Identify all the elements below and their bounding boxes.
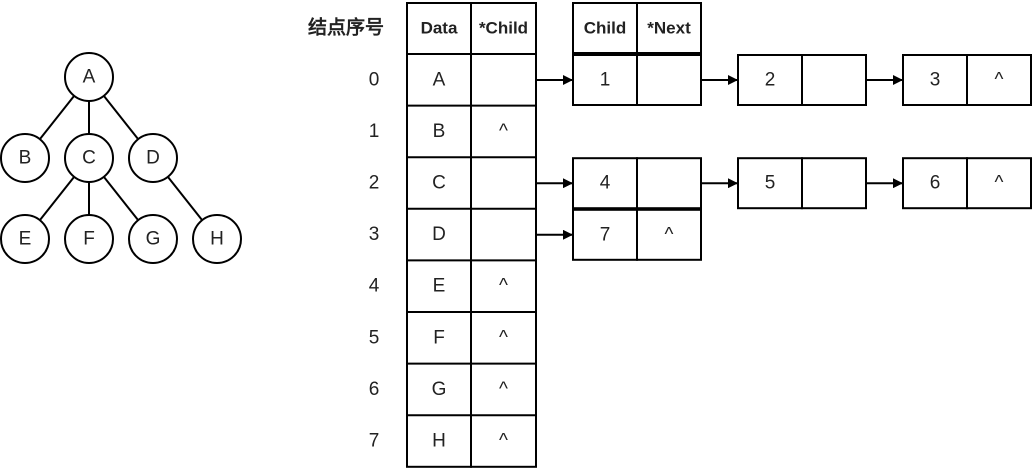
- row-index-label: 6: [369, 379, 380, 400]
- tree-node-a: [64, 52, 114, 102]
- tree-edge-c-g: [103, 176, 139, 221]
- child-column-header: *Child: [479, 19, 528, 38]
- tree-node-f: [64, 214, 114, 264]
- list-node-next-cell: [636, 208, 702, 261]
- tree-node-b: [0, 133, 50, 183]
- tree-node-label: G: [146, 229, 161, 250]
- tree-edge-a-d: [103, 95, 139, 140]
- list-node-next-value: ^: [995, 70, 1004, 91]
- list-node-next-cell: [966, 54, 1032, 106]
- data-column-border: [406, 2, 472, 468]
- row-index-label: 4: [369, 276, 380, 297]
- row-child-cell: ^: [499, 379, 508, 400]
- tree-node-e: [0, 214, 50, 264]
- tree-node-label: A: [83, 67, 96, 88]
- list-node-child-cell: [572, 157, 638, 210]
- list-node-child-value: 3: [930, 70, 941, 91]
- list-node-child-value: 5: [765, 173, 776, 194]
- row-data-cell: D: [432, 224, 446, 245]
- tree-node-label: H: [210, 229, 224, 250]
- list-node-next-value: ^: [995, 173, 1004, 194]
- row-data-cell: H: [432, 431, 446, 452]
- row-index-label: 2: [369, 173, 380, 194]
- list-node-child-value: 4: [600, 173, 611, 194]
- tree-edge-c-e: [39, 176, 75, 221]
- list-node-child-value: 1: [600, 70, 611, 91]
- tree-edge-d-h: [167, 176, 203, 221]
- tree-node-label: F: [83, 229, 95, 250]
- row-child-cell: ^: [499, 276, 508, 297]
- tree-node-label: D: [146, 148, 160, 169]
- list-header-next-box: [636, 2, 702, 54]
- row-data-cell: F: [433, 327, 445, 348]
- tree-node-label: B: [19, 148, 32, 169]
- list-node-next-cell: [966, 157, 1032, 210]
- list-node-child-cell: [902, 157, 968, 210]
- row-index-label: 7: [369, 431, 380, 452]
- row-index-label: 0: [369, 69, 380, 90]
- list-node-child-value: 7: [600, 224, 611, 245]
- child-linked-lists: Child *Next 1 2 3 ^ 4 5 6 ^ 7 ^: [536, 2, 1032, 261]
- list-node-child-cell: [572, 208, 638, 261]
- list-node-next-cell: [636, 157, 702, 210]
- list-node-child-cell: [572, 54, 638, 106]
- row-child-cell: ^: [499, 327, 508, 348]
- tree-node-d: [128, 133, 178, 183]
- node-table: 结点序号 Data *Child 0 A 1 B ^ 2 C 3 D 4 E ^ 5 F ^ 6 G ^ 7 H ^: [308, 2, 537, 468]
- tree-node-label: C: [82, 148, 96, 169]
- list-node-next-cell: [636, 54, 702, 106]
- list-node-next-value: ^: [665, 224, 674, 245]
- tree-graph: A B C D E F G H: [0, 52, 242, 264]
- list-node-next-cell: [801, 157, 867, 210]
- tree-node-g: [128, 214, 178, 264]
- row-data-cell: B: [433, 121, 446, 142]
- list-node-child-cell: [737, 157, 803, 210]
- row-data-cell: G: [432, 379, 447, 400]
- row-data-cell: A: [433, 69, 446, 90]
- tree-node-h: [192, 214, 242, 264]
- row-index-label: 5: [369, 327, 380, 348]
- row-child-cell: ^: [499, 431, 508, 452]
- row-data-cell: C: [432, 173, 446, 194]
- row-data-cell: E: [433, 276, 446, 297]
- row-index-label: 1: [369, 121, 380, 142]
- row-index-label: 3: [369, 224, 380, 245]
- child-column-border: [470, 2, 537, 468]
- tree-node-label: E: [19, 229, 32, 250]
- list-node-next-cell: [801, 54, 867, 106]
- list-node-child-value: 2: [765, 70, 776, 91]
- tree-edge-a-b: [39, 95, 75, 140]
- data-column-header: Data: [421, 19, 458, 38]
- row-child-cell: ^: [499, 121, 508, 142]
- list-header-next: *Next: [647, 19, 691, 38]
- list-header-child: Child: [584, 19, 627, 38]
- list-node-child-cell: [902, 54, 968, 106]
- list-header-child-box: [572, 2, 638, 54]
- tree-node-c: [64, 133, 114, 183]
- index-column-header: 结点序号: [308, 16, 384, 39]
- list-node-child-value: 6: [930, 173, 941, 194]
